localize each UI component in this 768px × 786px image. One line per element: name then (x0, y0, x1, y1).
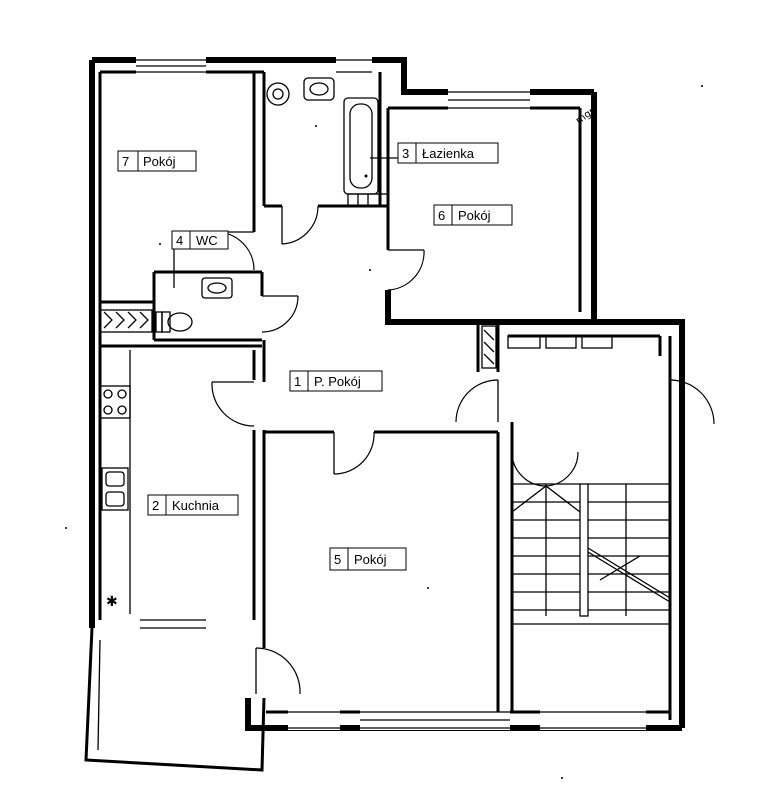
svg-text:3: 3 (402, 146, 409, 161)
room-label-2: 2 Kuchnia (147, 494, 239, 516)
svg-text:Kuchnia: Kuchnia (172, 498, 220, 513)
room-label-7: 7 Pokój (117, 150, 197, 172)
svg-text:P. Pokój: P. Pokój (314, 374, 361, 389)
stove-icon (99, 385, 131, 419)
svg-text:1: 1 (294, 374, 301, 389)
svg-text:6: 6 (438, 208, 445, 223)
washing-machine-icon (266, 82, 290, 106)
room-label-1: 1 P. Pokój (289, 370, 383, 392)
fixture-star-icon: ✱ (106, 594, 118, 610)
svg-text:5: 5 (334, 552, 341, 567)
svg-text:2: 2 (152, 498, 159, 513)
kitchen-fixtures: ✱ (99, 385, 131, 610)
wc-sink-icon (201, 277, 233, 299)
scan-specks (65, 85, 703, 779)
svg-text:4: 4 (176, 233, 183, 248)
toilet-icon (161, 311, 171, 333)
room-label-3: 3 Łazienka (370, 142, 499, 164)
svg-text:Łazienka: Łazienka (422, 146, 475, 161)
ventilation-duct (481, 325, 497, 369)
svg-text:Pokój: Pokój (354, 552, 387, 567)
bathroom-fixtures (266, 77, 389, 207)
svg-text:Pokój: Pokój (143, 154, 176, 169)
room-label-5: 5 Pokój (329, 547, 407, 571)
svg-text:Pokój: Pokój (458, 208, 491, 223)
wc-fixtures (99, 277, 233, 333)
bathtub-icon (343, 97, 379, 195)
svg-text:WC: WC (196, 233, 218, 248)
windows (136, 56, 646, 730)
room-label-6: 6 Pokój (433, 204, 513, 226)
sink-icon (303, 77, 335, 101)
kitchen-sink-icon (101, 467, 129, 511)
room-label-4: 4 WC (171, 230, 229, 288)
doors (211, 205, 715, 695)
stairwell (507, 335, 671, 625)
svg-text:7: 7 (122, 154, 129, 169)
interior-walls (100, 72, 662, 712)
